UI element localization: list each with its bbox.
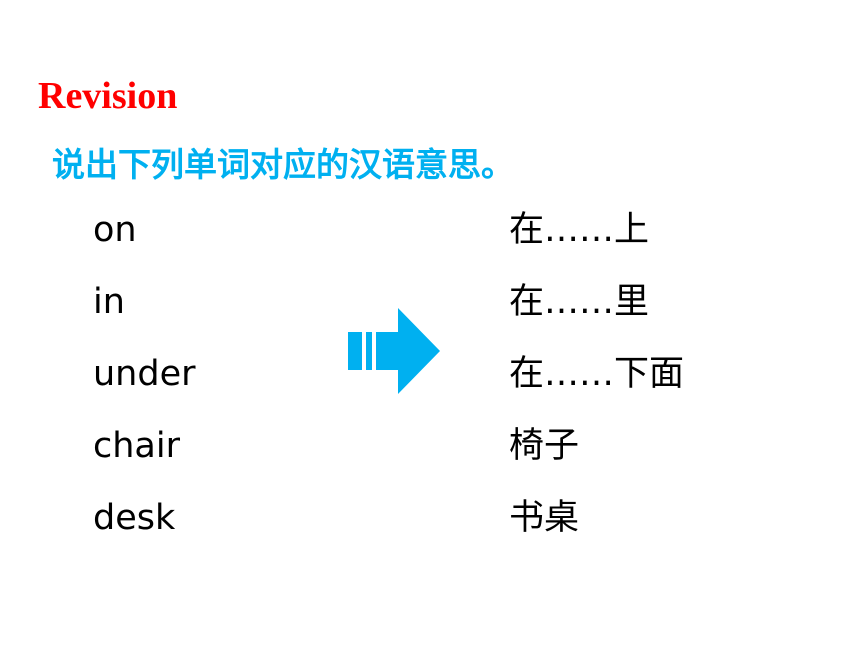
chinese-meaning: 书桌 <box>509 498 580 538</box>
arrow-head <box>376 308 440 394</box>
chinese-meaning: 椅子 <box>509 426 580 466</box>
english-word: under <box>93 354 196 394</box>
right-arrow-icon <box>348 308 440 394</box>
chinese-meaning-list: 在……上 在……里 在……下面 椅子 书桌 <box>509 194 684 554</box>
chinese-meaning: 在……里 <box>509 282 650 322</box>
chinese-meaning: 在……上 <box>509 210 650 250</box>
english-word-list: on in under chair desk <box>93 194 196 554</box>
english-word: on <box>93 210 137 250</box>
arrow-bar-1 <box>348 332 362 370</box>
chinese-meaning: 在……下面 <box>509 354 685 394</box>
english-word: desk <box>93 498 176 538</box>
slide-title: Revision <box>38 75 178 117</box>
arrow-bar-2 <box>366 332 372 370</box>
english-word: chair <box>93 426 180 466</box>
instruction-text: 说出下列单词对应的汉语意思。 <box>52 145 514 184</box>
english-word: in <box>93 282 125 322</box>
